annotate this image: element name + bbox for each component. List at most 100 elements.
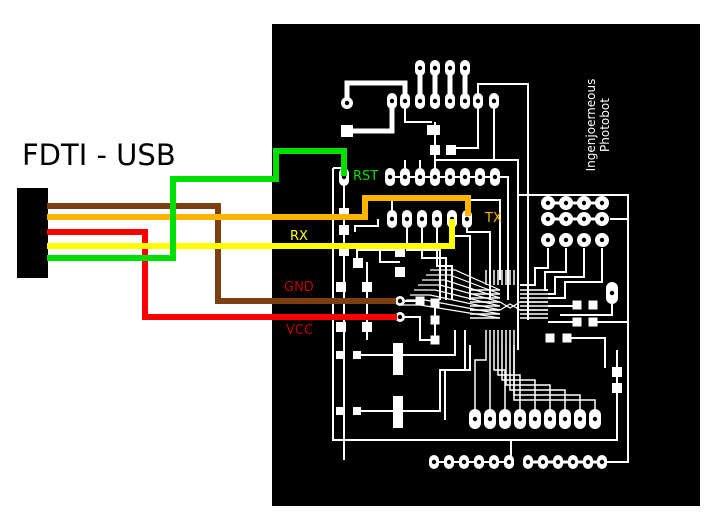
- drill-hole: [506, 459, 512, 465]
- pcb-trace: [567, 337, 606, 368]
- pcb-trace: [493, 345, 506, 410]
- pcb-trace: [474, 345, 487, 410]
- drill-hole: [492, 174, 498, 180]
- pcb-trace: [560, 304, 613, 316]
- smd-pad: [446, 145, 456, 155]
- pcb-trace: [444, 345, 471, 420]
- pcb-trace: [356, 249, 395, 258]
- pcb-trace: [435, 159, 519, 350]
- drill-hole: [417, 98, 423, 104]
- drill-hole: [599, 216, 605, 222]
- drill-hole: [404, 216, 410, 222]
- pcb-trace: [410, 294, 501, 311]
- ftdi-connector: [17, 188, 48, 278]
- drill-hole: [581, 200, 587, 206]
- pcb-pads: [336, 60, 622, 469]
- smd-pad: [545, 333, 555, 343]
- drill-hole: [472, 416, 478, 422]
- pcb-trace: [520, 248, 549, 286]
- drill-hole: [402, 98, 408, 104]
- drill-hole: [563, 216, 569, 222]
- smd-pad: [362, 322, 372, 332]
- pcb-trace: [426, 274, 501, 295]
- smd-pad: [430, 125, 440, 135]
- pcb-trace: [403, 330, 456, 356]
- drill-hole: [447, 174, 453, 180]
- drill-hole: [462, 65, 468, 71]
- wire-gnd: [47, 203, 396, 304]
- pcb-trace: [505, 345, 551, 410]
- pcb-trace: [354, 219, 379, 232]
- smd-pad: [393, 343, 403, 375]
- drill-hole: [432, 174, 438, 180]
- pcb-trace: [466, 228, 491, 300]
- smd-pad: [395, 267, 405, 277]
- pcb-trace: [347, 100, 395, 134]
- diagram-title: FDTI - USB: [22, 138, 176, 172]
- drill-hole: [491, 98, 497, 104]
- smd-pad: [430, 315, 440, 325]
- drill-hole: [599, 237, 605, 243]
- pcb-trace: [341, 439, 512, 458]
- smd-pad: [341, 125, 353, 137]
- drill-hole: [389, 216, 395, 222]
- drill-hole: [447, 98, 453, 104]
- drill-hole: [464, 216, 470, 222]
- wire-tx: [47, 195, 471, 220]
- pcb-trace: [602, 440, 629, 463]
- drill-hole: [540, 459, 546, 465]
- drill-hole: [476, 459, 482, 465]
- drill-hole: [387, 174, 393, 180]
- drill-hole: [545, 216, 551, 222]
- smd-pad: [430, 335, 440, 345]
- smd-pad: [353, 351, 361, 359]
- pcb-trace: [379, 245, 400, 263]
- smd-pad: [339, 208, 349, 218]
- drill-hole: [545, 237, 551, 243]
- drill-hole: [397, 298, 403, 304]
- smd-pad: [395, 247, 405, 257]
- pcb-trace: [406, 299, 501, 315]
- drill-hole: [532, 416, 538, 422]
- drill-hole: [599, 200, 605, 206]
- wires: [47, 148, 471, 320]
- drill-hole: [563, 237, 569, 243]
- drill-hole: [461, 459, 467, 465]
- drill-hole: [525, 459, 531, 465]
- pcb-trace: [548, 248, 585, 295]
- smd-pad: [612, 367, 622, 377]
- pcb-trace: [497, 345, 521, 410]
- drill-hole: [592, 416, 598, 422]
- drill-hole: [477, 174, 483, 180]
- smd-pad: [430, 298, 440, 308]
- pcb-board: [272, 24, 700, 506]
- drill-hole: [432, 65, 438, 71]
- pcb-trace: [422, 279, 501, 299]
- label-gnd: GND: [284, 280, 314, 295]
- drill-hole: [502, 416, 508, 422]
- board-name-line1: Ingenjoerneous: [584, 78, 598, 172]
- drill-hole: [487, 416, 493, 422]
- drill-hole: [517, 416, 523, 422]
- wire-vcc: [47, 229, 397, 320]
- drill-hole: [555, 459, 561, 465]
- drill-hole: [609, 290, 615, 296]
- drill-hole: [431, 459, 437, 465]
- drill-hole: [417, 174, 423, 180]
- pcb-trace: [513, 345, 596, 410]
- smd-pad: [336, 322, 346, 332]
- smd-pad: [336, 282, 346, 292]
- board-name: Ingenjoerneous Photobot: [584, 79, 612, 172]
- smd-pad: [430, 145, 440, 155]
- wire-rst: [47, 148, 347, 261]
- label-rst: RST: [353, 169, 379, 184]
- smd-pad: [562, 333, 572, 343]
- smd-pad: [588, 317, 598, 327]
- pcb-trace: [430, 269, 501, 291]
- drill-hole: [447, 65, 453, 71]
- smd-pad: [572, 300, 582, 310]
- pcb-trace: [518, 194, 629, 460]
- drill-hole: [462, 174, 468, 180]
- smd-pad: [415, 296, 425, 306]
